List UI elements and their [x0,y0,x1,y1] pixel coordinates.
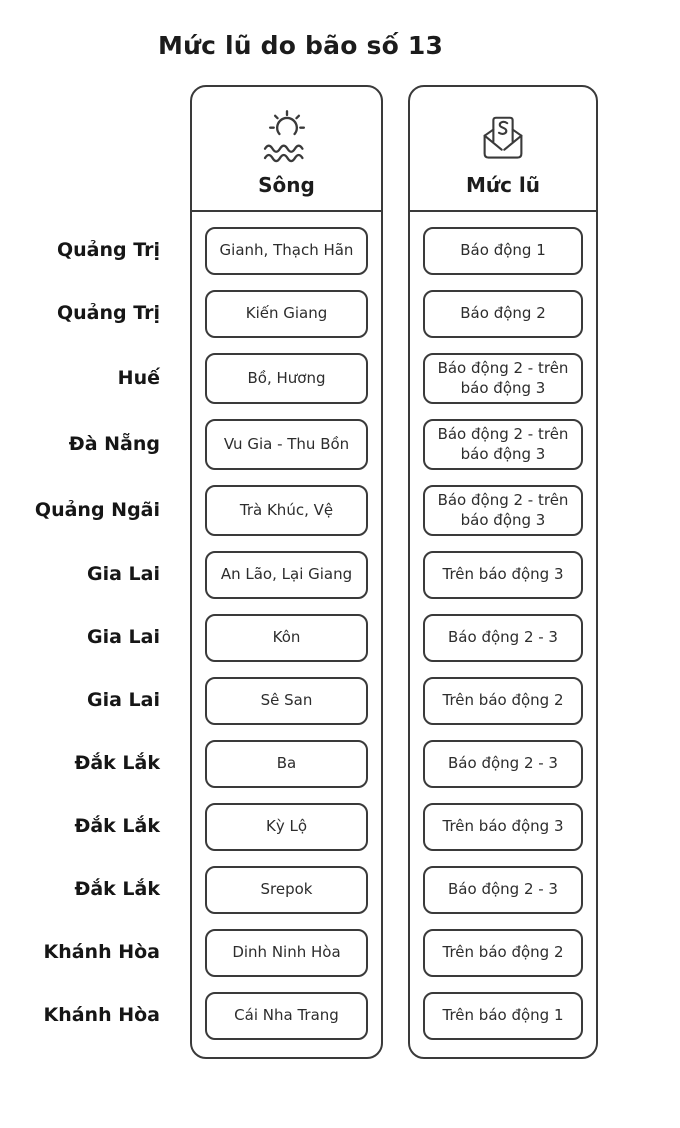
flood-level-pill: Báo động 2 - trên báo động 3 [423,419,583,470]
province-label: Đắk Lắk [74,878,160,901]
flood-table: Sông Mức lũ Quảng Trị Gianh, Thạch Hãn B… [0,85,598,1059]
province-label: Gia Lai [87,689,160,712]
bottom-spacer [190,1055,383,1059]
flood-level-pill: Báo động 2 - 3 [423,614,583,662]
flood-level-pill: Trên báo động 2 [423,929,583,977]
river-pill: Sê San [205,677,368,725]
flood-level-pill: Báo động 2 [423,290,583,338]
flood-level-pill: Trên báo động 3 [423,803,583,851]
river-pill: Cái Nha Trang [205,992,368,1040]
flood-level-pill: Báo động 1 [423,227,583,275]
column-header-river-label: Sông [258,173,315,197]
column-header-flood-level: Mức lũ [408,85,598,212]
sun-over-water-icon [257,108,317,166]
province-label: Gia Lai [87,626,160,649]
province-label: Đắk Lắk [74,752,160,775]
province-label: Quảng Ngãi [34,498,160,521]
river-pill: Ba [205,740,368,788]
province-label: Đắk Lắk [74,815,160,838]
province-label: Huế [117,366,160,389]
province-label: Khánh Hòa [43,1004,160,1027]
river-pill: Dinh Ninh Hòa [205,929,368,977]
province-label: Quảng Trị [57,302,160,325]
river-pill: Kỳ Lộ [205,803,368,851]
river-pill: An Lão, Lại Giang [205,551,368,599]
page-title: Mức lũ do bão số 13 [158,31,444,60]
flood-level-pill: Báo động 2 - 3 [423,740,583,788]
flood-level-pill: Trên báo động 3 [423,551,583,599]
river-pill: Kôn [205,614,368,662]
river-pill: Kiến Giang [205,290,368,338]
river-pill: Srepok [205,866,368,914]
flood-level-pill: Báo động 2 - 3 [423,866,583,914]
column-header-river: Sông [190,85,383,212]
river-pill: Gianh, Thạch Hãn [205,227,368,275]
province-label: Quảng Trị [57,239,160,262]
envelope-letter-icon [475,108,531,166]
province-label: Khánh Hòa [43,941,160,964]
river-pill: Trà Khúc, Vệ [205,485,368,536]
flood-level-pill: Trên báo động 2 [423,677,583,725]
province-label: Gia Lai [87,563,160,586]
province-label: Đà Nẵng [68,432,160,455]
river-pill: Vu Gia - Thu Bồn [205,419,368,470]
column-header-flood-level-label: Mức lũ [465,173,541,197]
river-pill: Bồ, Hương [205,353,368,404]
flood-level-pill: Báo động 2 - trên báo động 3 [423,353,583,404]
flood-level-pill: Báo động 2 - trên báo động 3 [423,485,583,536]
flood-level-pill: Trên báo động 1 [423,992,583,1040]
